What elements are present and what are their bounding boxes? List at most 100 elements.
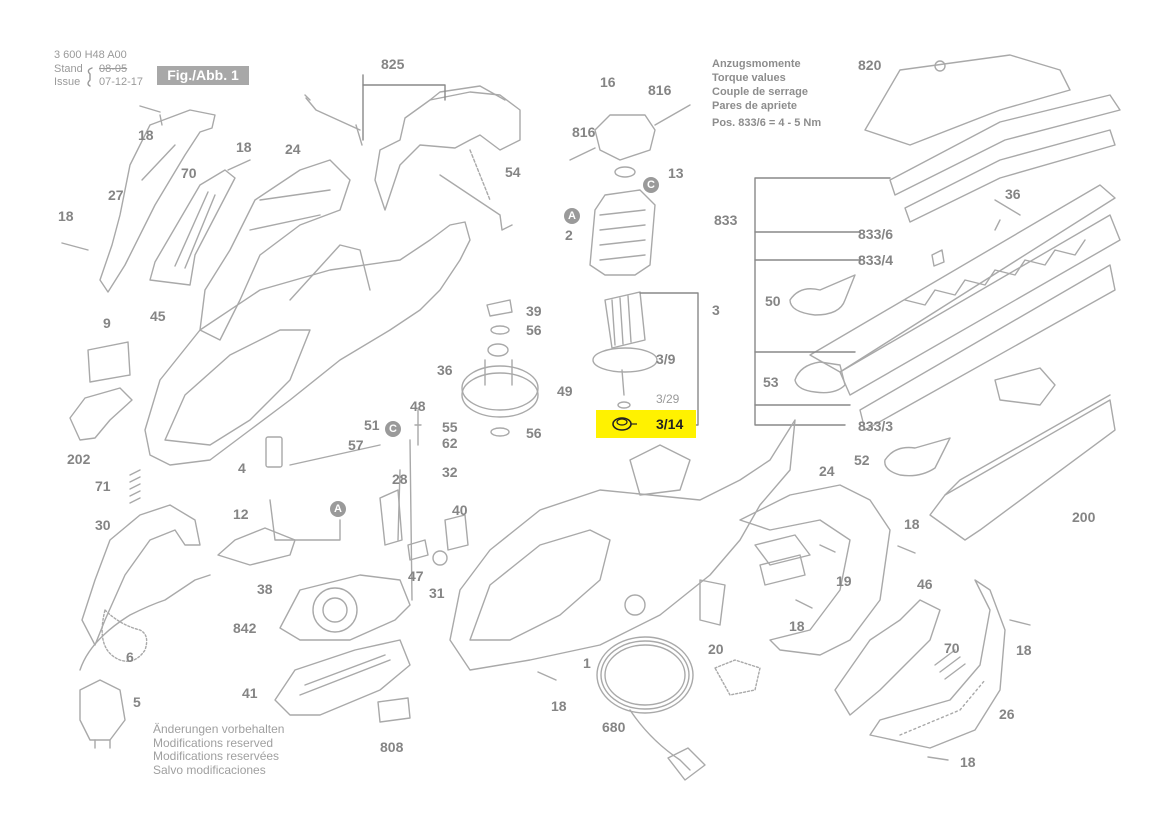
callout-19[interactable]: 19 xyxy=(836,573,852,589)
bearing-3-14-icon xyxy=(612,417,637,431)
callout-13[interactable]: 13 xyxy=(668,165,684,181)
callout-833-3[interactable]: 833/3 xyxy=(858,418,894,434)
figure-label: Fig./Abb. 1 xyxy=(157,66,249,85)
callout-56-b[interactable]: 56 xyxy=(526,425,542,441)
callout-16[interactable]: 16 xyxy=(600,74,616,90)
callout-833[interactable]: 833 xyxy=(714,212,738,228)
plate-833-3 xyxy=(994,367,1056,406)
callout-20[interactable]: 20 xyxy=(708,641,724,657)
callout-825[interactable]: 825 xyxy=(381,56,405,72)
callout-18-h[interactable]: 18 xyxy=(1016,642,1032,658)
callout-45[interactable]: 45 xyxy=(150,308,166,324)
callout-70-a[interactable]: 70 xyxy=(181,165,197,181)
modification-notes: Änderungen vorbehalten Modifications res… xyxy=(153,722,284,777)
callout-32[interactable]: 32 xyxy=(442,464,458,480)
callout-54[interactable]: 54 xyxy=(505,164,521,180)
callout-39[interactable]: 39 xyxy=(526,303,542,319)
callout-18-a[interactable]: 18 xyxy=(138,127,154,143)
callout-53[interactable]: 53 xyxy=(763,374,779,390)
callout-6[interactable]: 6 xyxy=(126,649,134,665)
handle-30 xyxy=(81,504,201,646)
cover-41 xyxy=(274,639,411,716)
upper-cover-825 xyxy=(374,91,521,211)
callout-50[interactable]: 50 xyxy=(765,293,781,309)
callout-55[interactable]: 55 xyxy=(442,419,458,435)
housing-24-top xyxy=(199,159,351,341)
part-202 xyxy=(69,387,133,441)
callout-28[interactable]: 28 xyxy=(392,471,408,487)
part-50 xyxy=(789,274,856,316)
callout-70-b[interactable]: 70 xyxy=(944,640,960,656)
callout-820[interactable]: 820 xyxy=(858,57,882,73)
callout-808[interactable]: 808 xyxy=(380,739,404,755)
callout-200[interactable]: 200 xyxy=(1072,509,1096,525)
callout-816-left[interactable]: 816 xyxy=(572,124,596,140)
callout-18-c[interactable]: 18 xyxy=(904,516,920,532)
callout-18-i[interactable]: 18 xyxy=(960,754,976,770)
callout-4[interactable]: 4 xyxy=(238,460,246,476)
marker-c-1[interactable]: C xyxy=(643,177,659,193)
callout-5[interactable]: 5 xyxy=(133,694,141,710)
marker-a-1[interactable]: A xyxy=(564,208,580,224)
guard-26 xyxy=(869,579,1006,749)
plug-5 xyxy=(79,679,126,741)
callout-12[interactable]: 12 xyxy=(233,506,249,522)
note-fr: Modifications reservées xyxy=(153,749,280,763)
callout-46[interactable]: 46 xyxy=(917,576,933,592)
callout-18-f[interactable]: 18 xyxy=(789,618,805,634)
grip-45 xyxy=(149,169,236,286)
torque-line-fr: Couple de serrage xyxy=(712,86,808,98)
callout-3[interactable]: 3 xyxy=(712,302,720,318)
label-9 xyxy=(87,341,131,383)
callout-24-b[interactable]: 24 xyxy=(819,463,835,479)
stand-label: Stand xyxy=(54,63,83,75)
callout-48[interactable]: 48 xyxy=(410,398,426,414)
callout-18-d[interactable]: 18 xyxy=(58,208,74,224)
holder-12 xyxy=(217,527,296,566)
callout-833-4[interactable]: 833/4 xyxy=(858,252,894,268)
callout-40[interactable]: 40 xyxy=(452,502,468,518)
fan-3-9 xyxy=(592,347,658,373)
callout-816-right[interactable]: 816 xyxy=(648,82,672,98)
callout-62[interactable]: 62 xyxy=(442,435,458,451)
marker-a-2[interactable]: A xyxy=(330,501,346,517)
housing-1 xyxy=(449,419,796,671)
cord-6 xyxy=(79,574,211,671)
note-en: Modifications reserved xyxy=(153,735,274,750)
callout-36-a[interactable]: 36 xyxy=(1005,186,1021,202)
callout-52[interactable]: 52 xyxy=(854,452,870,468)
part-46 xyxy=(834,599,941,716)
callout-38[interactable]: 38 xyxy=(257,581,273,597)
highlight-part-label[interactable]: 3/14 xyxy=(656,416,684,432)
callout-680[interactable]: 680 xyxy=(602,719,626,735)
callout-9[interactable]: 9 xyxy=(103,315,111,331)
torque-line-es: Pares de apriete xyxy=(712,100,797,112)
callout-41[interactable]: 41 xyxy=(242,685,258,701)
callout-31[interactable]: 31 xyxy=(429,585,445,601)
callout-49[interactable]: 49 xyxy=(557,383,573,399)
issue-date: 07-12-17 xyxy=(99,76,144,88)
callout-1[interactable]: 1 xyxy=(583,655,591,671)
callout-833-6[interactable]: 833/6 xyxy=(858,226,894,242)
callout-51[interactable]: 51 xyxy=(364,417,380,433)
callout-3-29[interactable]: 3/29 xyxy=(656,392,680,406)
callout-18-e[interactable]: 18 xyxy=(551,698,567,714)
callout-842[interactable]: 842 xyxy=(233,620,257,636)
part-53 xyxy=(794,361,846,394)
callout-30[interactable]: 30 xyxy=(95,517,111,533)
callout-47[interactable]: 47 xyxy=(408,568,424,584)
part-47 xyxy=(407,539,429,561)
marker-c-2[interactable]: C xyxy=(385,421,401,437)
callout-71[interactable]: 71 xyxy=(95,478,111,494)
callout-57[interactable]: 57 xyxy=(348,437,364,453)
callout-56-a[interactable]: 56 xyxy=(526,322,542,338)
callout-26[interactable]: 26 xyxy=(999,706,1015,722)
callout-36-b[interactable]: 36 xyxy=(437,362,453,378)
callout-27[interactable]: 27 xyxy=(108,187,124,203)
callout-18-b[interactable]: 18 xyxy=(236,139,252,155)
callout-3-9[interactable]: 3/9 xyxy=(656,351,676,367)
callout-24-a[interactable]: 24 xyxy=(285,141,301,157)
callout-2[interactable]: 2 xyxy=(565,227,573,243)
callout-202[interactable]: 202 xyxy=(67,451,91,467)
